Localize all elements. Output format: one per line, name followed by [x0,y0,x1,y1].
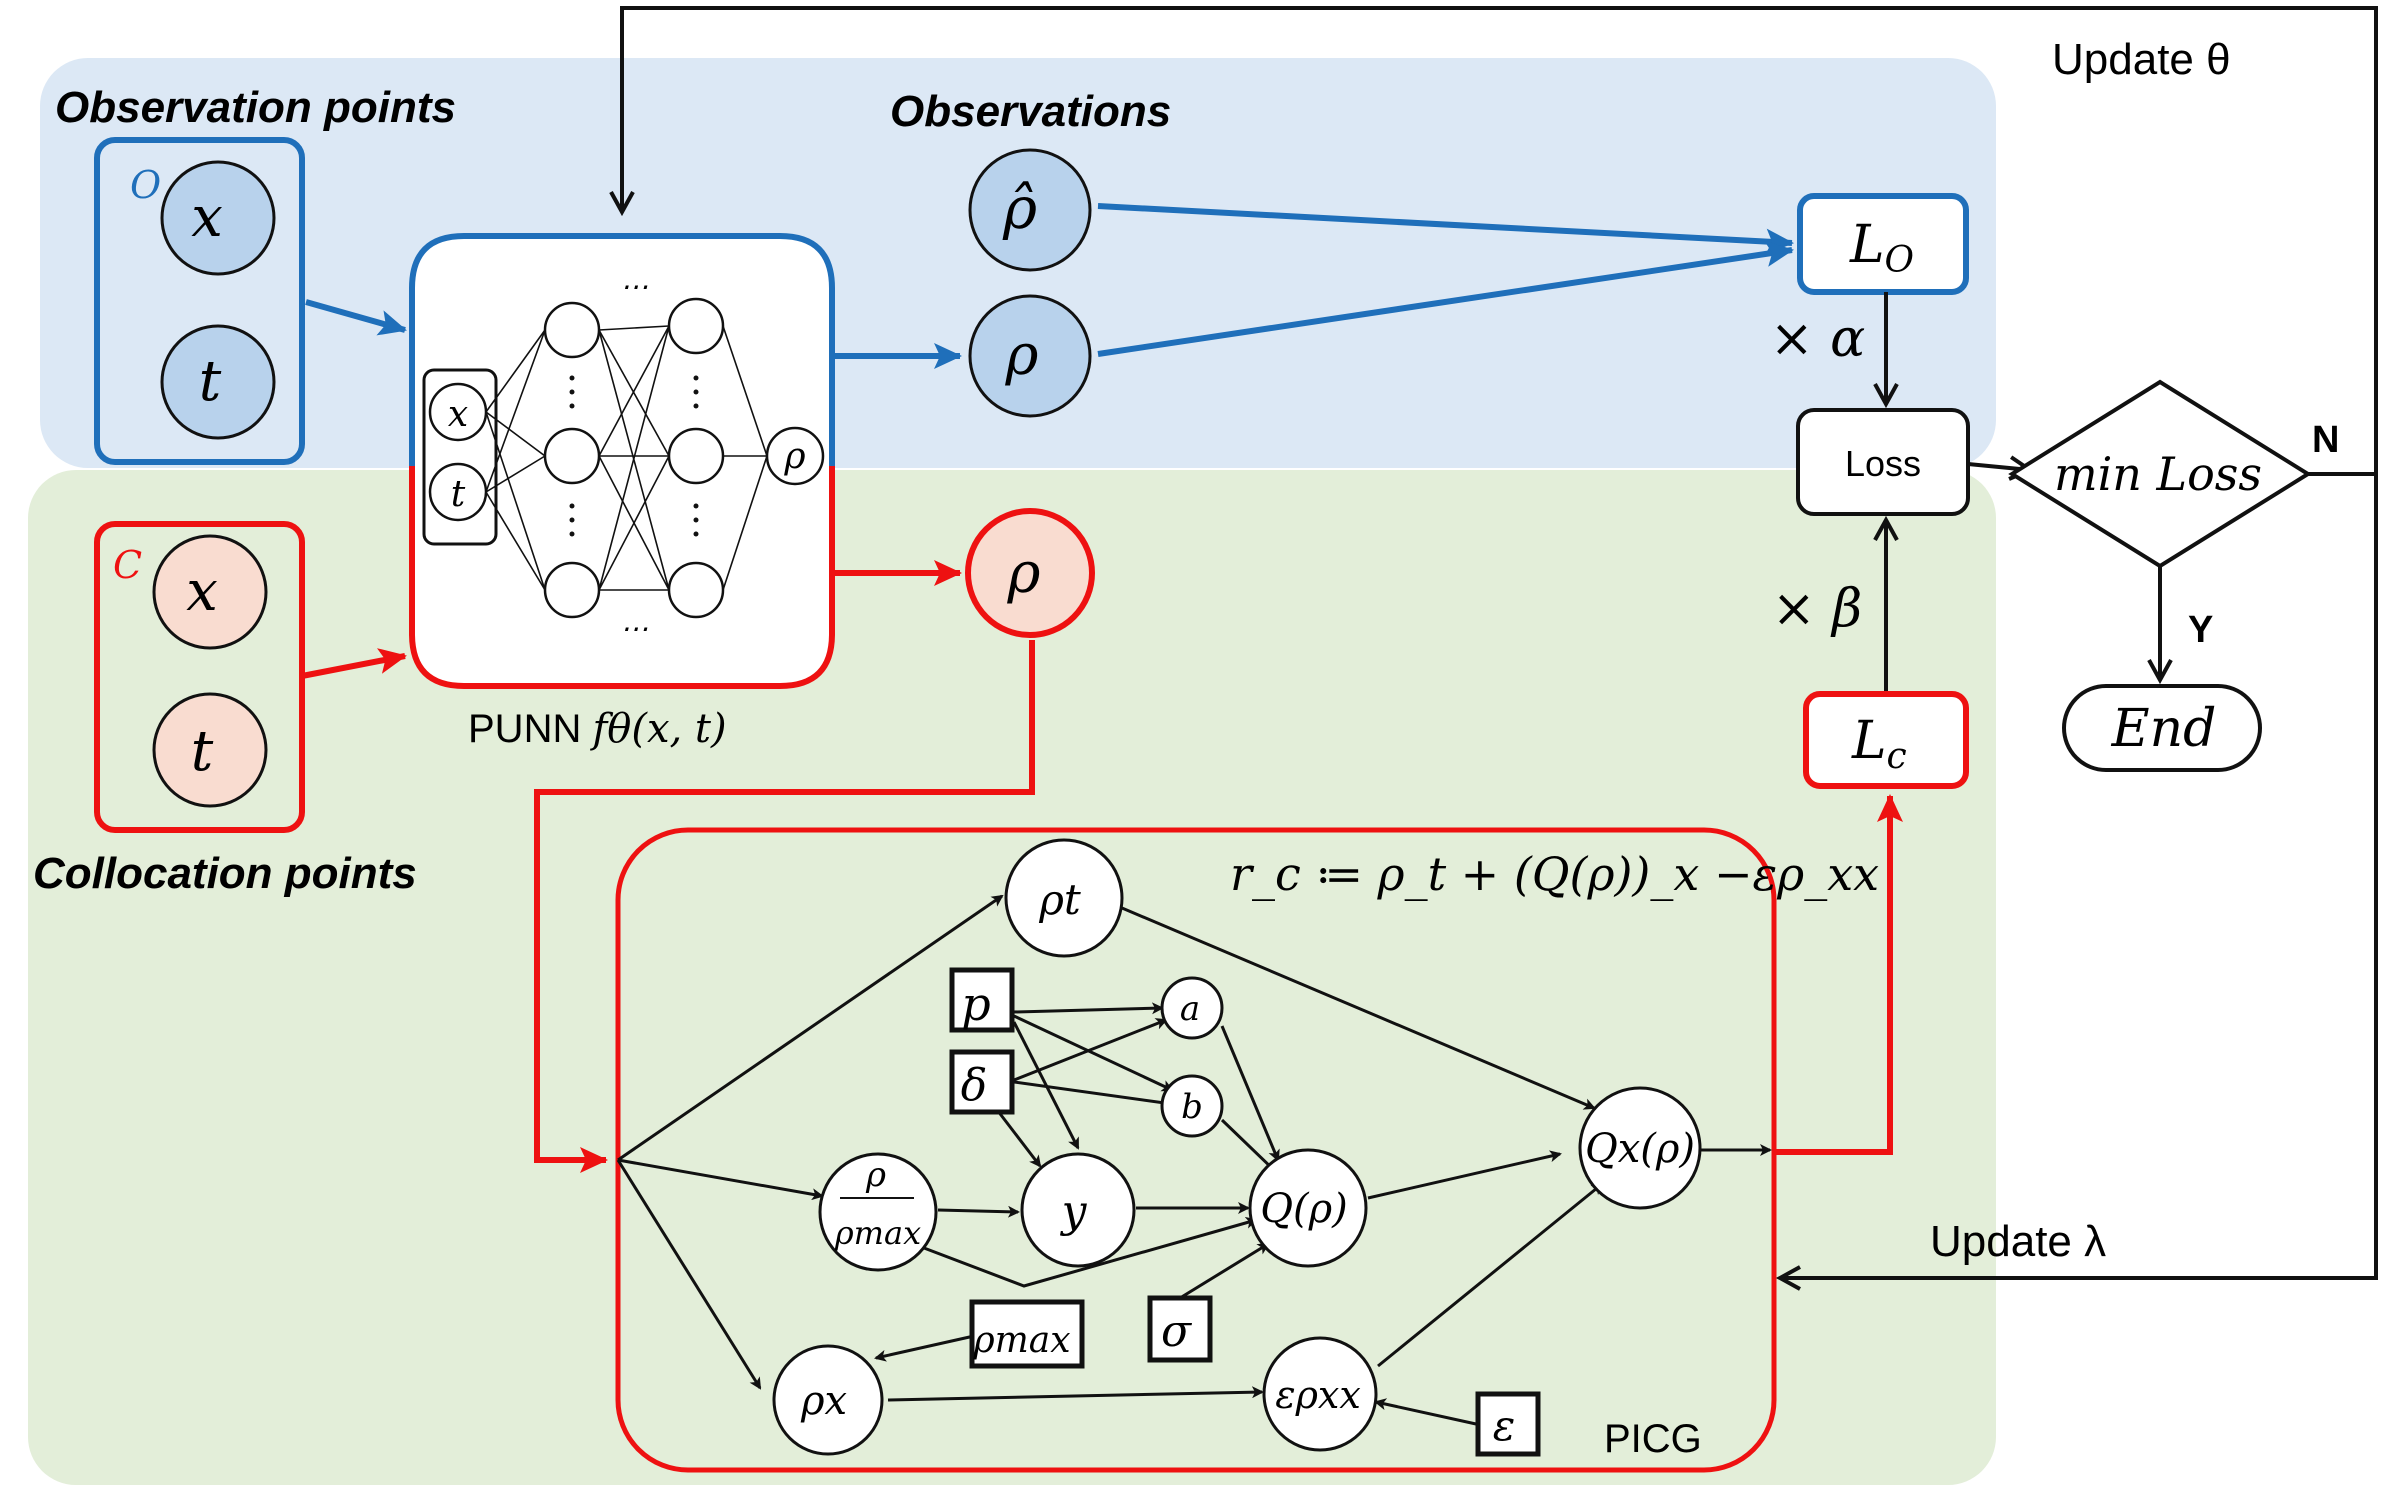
ratio-node [818,1152,938,1272]
rho-t-node [1004,838,1124,958]
y-node [1020,1152,1136,1268]
loss-box [1796,408,1970,516]
param-delta-box [949,1049,1015,1115]
param-sigma-label: σ [1161,1306,1193,1357]
collocation-points-title: Collocation points [33,849,417,898]
picg-graph: ρt p δ a b ρ ρmax y Q(ρ) Qx(ρ) σ ρmax ρx… [772,838,1702,1457]
y-label: y [1060,1186,1088,1237]
collocation-rho-node [965,508,1095,638]
rho-x-node [772,1344,884,1456]
q-label: Q(ρ) [1260,1186,1348,1232]
update-lambda-loop [1780,474,2378,1278]
update-lambda-label: Update λ [1930,1217,2106,1266]
observations-title: Observations [890,87,1171,136]
observation-x: x [191,185,223,250]
b-label: b [1181,1087,1203,1127]
a-node [1160,976,1224,1040]
qx-node [1578,1086,1702,1210]
observation-rho-hat-node [968,148,1092,272]
observation-rho-node [968,294,1092,418]
punn-network: x t ρ ⋯ ⋯ [409,233,835,689]
loss-label: Loss [1845,443,1921,484]
collocation-t: t [191,719,214,784]
observation-rho-label: ρ [1005,323,1039,388]
param-p-label: p [961,977,990,1031]
lo-box [1797,193,1969,295]
end-terminal [2062,684,2262,772]
observation-input-group: O x t [94,137,305,465]
rho-to-picg-path [534,640,1035,1173]
picg-label: PICG [1604,1417,1702,1461]
collocation-tag: C [113,543,142,587]
update-theta-loop [622,6,2378,476]
collocation-to-network-arrow [301,648,407,679]
network-input-x: x [448,394,468,435]
end-label: End [2111,699,2217,759]
q-node [1248,1148,1368,1268]
param-rho-max-box [969,1299,1085,1369]
collocation-x: x [186,559,218,624]
observation-t: t [199,349,222,414]
ratio-denominator: ρmax [834,1214,921,1252]
network-dots-bottom: ⋯ [620,612,648,645]
b-node [1160,1074,1224,1138]
yes-label: Y [2188,609,2213,651]
lc-box [1803,691,1969,789]
network-output-rho: ρ [783,436,805,477]
residual-equation: r_c ≔ ρ_t + (Q(ρ))_x −ερ_xx [1230,847,1879,901]
rho-t-label: ρt [1038,875,1081,924]
beta-weight: × β [1772,579,1862,639]
observation-points-title: Observation points [55,83,456,132]
rho-to-lo-arrow [1097,240,1794,357]
a-label: a [1180,989,1200,1029]
lo-label: LO [1849,215,1914,281]
rho-x-label: ρx [800,1378,847,1424]
param-rho-max-label: ρmax [972,1320,1070,1361]
network-caption: PUNN fθ(x, t) [468,706,727,752]
no-label: N [2312,419,2339,461]
param-sigma-box [1147,1295,1213,1363]
min-loss-label: min Loss [2054,447,2262,501]
rho-hat-to-lo-arrow [1097,203,1794,255]
eps-rho-xx-label: ερxx [1275,1373,1361,1417]
param-epsilon-label: ε [1493,1401,1516,1450]
param-epsilon-box [1475,1391,1541,1457]
update-theta-label: Update θ [2052,35,2231,84]
alpha-weight: × α [1770,309,1865,369]
ratio-numerator: ρ [865,1155,886,1195]
network-dots-top: ⋯ [620,270,648,303]
collocation-input-group: C x t [94,521,305,833]
observation-rho-hat-label: ρ̂ [1002,174,1037,242]
eps-rho-xx-node [1262,1336,1378,1452]
network-input-t: t [451,474,466,515]
qx-label: Qx(ρ) [1585,1126,1695,1172]
collocation-rho-label: ρ [1007,541,1041,606]
param-p-box [949,967,1015,1033]
picg-to-lc-path [1774,794,1903,1155]
observation-to-network-arrow [305,299,407,336]
observation-tag: O [130,163,161,207]
lc-label: Lc [1851,711,1907,777]
param-delta-label: δ [961,1060,988,1111]
